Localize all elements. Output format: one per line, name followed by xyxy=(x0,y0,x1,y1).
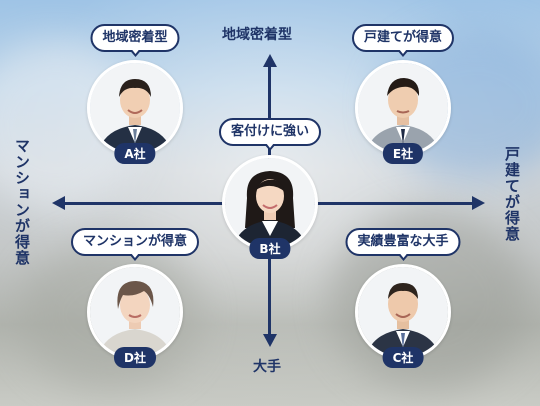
axis-label-bottom: 大手 xyxy=(253,359,281,375)
company-card-d: D社 xyxy=(87,264,183,368)
woman-business-suit-portrait-icon xyxy=(222,155,318,251)
arrow-up-icon xyxy=(263,54,277,67)
company-card-e: E社 xyxy=(355,60,451,164)
company-card-a: A社 xyxy=(87,60,183,164)
company-tag-bubble: 実績豊富な大手 xyxy=(345,228,461,256)
company-tag-bubble: 客付けに強い xyxy=(218,118,322,146)
company-card-c: C社 xyxy=(355,264,451,368)
arrow-left-icon xyxy=(52,196,65,210)
man-business-suit-portrait-icon xyxy=(355,264,451,360)
company-name-badge: A社 xyxy=(114,143,156,164)
company-name-badge: E社 xyxy=(382,143,424,164)
axis-label-left: マンションが得意 xyxy=(13,138,31,266)
axis-label-right: 戸建てが得意 xyxy=(503,146,521,242)
woman-short-hair-portrait-icon xyxy=(87,264,183,360)
man-business-suit-portrait-icon xyxy=(87,60,183,156)
company-name-badge: D社 xyxy=(114,347,156,368)
company-card-b: B社 xyxy=(222,155,318,259)
man-business-suit-portrait-icon xyxy=(355,60,451,156)
arrow-right-icon xyxy=(472,196,485,210)
company-tag-bubble: 戸建てが得意 xyxy=(351,24,455,52)
company-tag-bubble: 地域密着型 xyxy=(90,24,180,52)
arrow-down-icon xyxy=(263,334,277,347)
axis-label-top: 地域密着型 xyxy=(222,27,292,43)
company-name-badge: C社 xyxy=(382,347,424,368)
company-name-badge: B社 xyxy=(249,238,291,259)
company-tag-bubble: マンションが得意 xyxy=(70,228,200,256)
